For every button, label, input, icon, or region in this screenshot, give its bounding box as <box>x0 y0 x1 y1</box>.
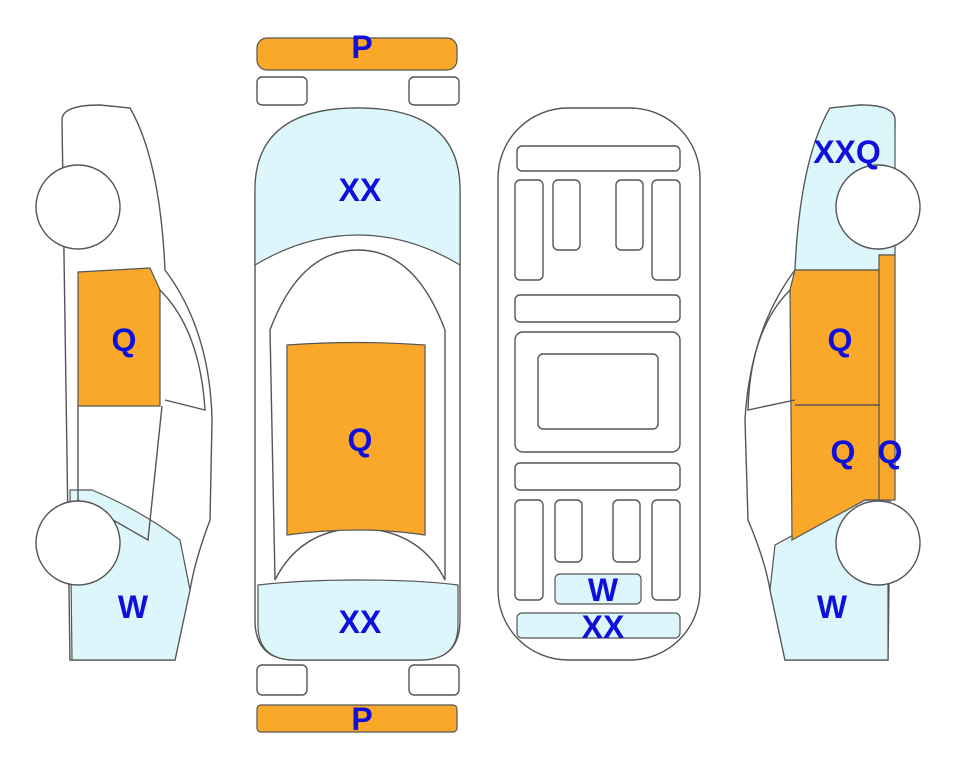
left-side-view <box>35 104 213 661</box>
right-rear-label: W <box>816 589 848 625</box>
front-bumper-label: P <box>351 29 373 65</box>
right-front-door-label: Q <box>827 322 853 358</box>
left-door-label: Q <box>111 322 137 358</box>
underside-view <box>497 107 701 661</box>
underside-rear-bumper-label: XX <box>581 609 625 645</box>
rear-bumper-label: P <box>351 701 373 737</box>
left-rear-label: W <box>117 589 149 625</box>
right-fender-label: XXQ <box>813 134 881 170</box>
right-pillar-label: Q <box>877 434 903 470</box>
roof-label: Q <box>347 422 373 458</box>
top-view <box>254 37 461 733</box>
right-rear-door-label: Q <box>830 434 856 470</box>
right-side-view <box>744 104 921 661</box>
hood-label: XX <box>338 172 382 208</box>
underside-rear-panel-label: W <box>587 572 619 608</box>
trunk-label: XX <box>338 604 382 640</box>
front-bumper <box>256 37 458 71</box>
rear-bumper <box>256 704 458 733</box>
